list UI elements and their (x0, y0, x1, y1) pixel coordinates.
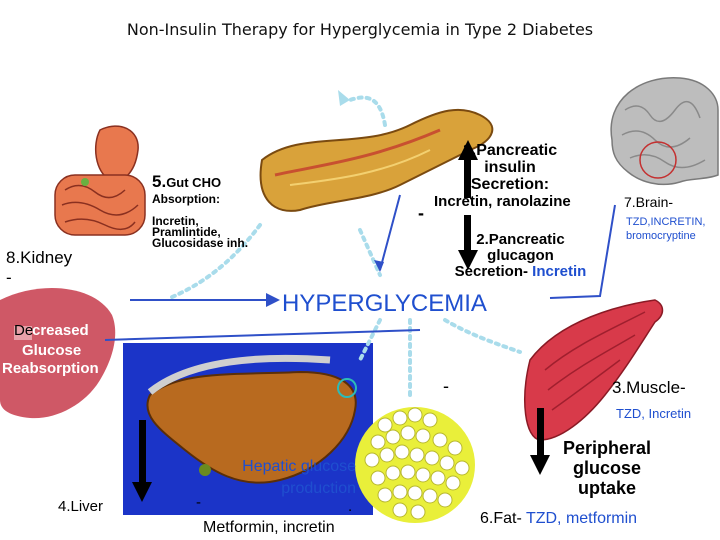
hgp-line1: Hepatic glucose (242, 458, 356, 475)
liver-drugs: Metformin, incretin (203, 519, 335, 536)
pancreatic-glucagon-line3: Secretion- Incretin (438, 264, 603, 280)
pancreatic-insulin-label: 1.Pancreatic insulin Secretion: (440, 142, 580, 193)
kidney-sign-line2: Glucose (22, 342, 82, 359)
flow-arrowhead (338, 90, 350, 106)
gut-title: Gut CHO (166, 175, 222, 190)
glucagon-drug: Incretin (532, 263, 587, 280)
pathway-arrowheads (266, 260, 384, 307)
hepatic-glucose-production-label: Hepatic glucose production (222, 456, 356, 500)
uptake-line3: uptake (577, 478, 637, 498)
muscle-label: 3.Muscle- (612, 378, 686, 397)
liver-dash: - (196, 494, 201, 511)
liver-label: 4.Liver (58, 498, 104, 515)
hyperglycemia-label: HYPERGLYCEMIA (282, 290, 487, 317)
muscle-illustration (524, 299, 664, 441)
fat-label: 6.Fat- TZD, metformin (480, 510, 637, 528)
pancreatic-glucagon-line2: glucagon (487, 247, 554, 264)
kidney-sign-lower: Glucose (22, 341, 81, 360)
uptake-line1: Peripheral (562, 438, 652, 458)
kidney-prefix: De (14, 322, 34, 339)
gut-drug-3: Glucosidase inh. (152, 236, 249, 250)
pancreatic-insulin-drugs: Incretin, ranolazine (434, 193, 571, 210)
pathway-arrows (104, 194, 616, 341)
liver-illustration (123, 343, 373, 515)
gut-absorption-line2: Absorption: (152, 192, 220, 206)
pancreas-minus-sign: - (418, 203, 424, 223)
gut-number: 5. (152, 172, 167, 191)
pancreatic-insulin-line2: insulin (484, 159, 536, 176)
muscle-drugs: TZD, Incretin (616, 406, 692, 421)
gut-drugs: Incretin, Pramlintide, Glucosidase inh. (152, 214, 249, 250)
peripheral-uptake-label: Peripheral glucose uptake (552, 438, 662, 498)
hgp-line2: production (281, 480, 356, 497)
intestine-illustration (54, 125, 146, 236)
brain-illustration (610, 77, 719, 186)
kidney-sign-text: creased (32, 322, 89, 339)
effect-arrows (132, 140, 550, 502)
pancreatic-insulin-line1: 1.Pancreatic (462, 142, 558, 159)
fat-minus-sign: - (443, 376, 449, 396)
pancreatic-glucagon-line1: 2.Pancreatic (476, 231, 565, 248)
kidney-sign-line3: Reabsorption (2, 360, 99, 377)
brain-drugs: TZD,INCRETIN, bromocryptine (626, 215, 705, 243)
gut-drug-1: Incretin, (152, 214, 199, 228)
fat-drugs: TZD, metformin (525, 510, 638, 527)
kidney-dash: - (6, 268, 12, 287)
gut-absorption-label: 5.Gut CHO (152, 172, 221, 192)
fat-title: 6.Fat- (480, 510, 522, 527)
kidney-illustration (0, 288, 116, 419)
pancreatic-glucagon-label: 2.Pancreatic glucagon Secretion- Increti… (438, 232, 603, 280)
kidney-label: 8.Kidney (6, 248, 73, 267)
uptake-line2: glucose (572, 458, 642, 478)
brain-label: 7.Brain- (624, 194, 674, 210)
flow-lines (168, 95, 522, 402)
pancreatic-insulin-line3: Secretion: (470, 176, 550, 193)
gut-drug-2: Pramlintide, (152, 225, 221, 239)
page-title: Non-Insulin Therapy for Hyperglycemia in… (126, 20, 594, 39)
liver-dot: . (348, 498, 353, 515)
glucagon-secretion-text: Secretion- (454, 263, 528, 280)
brain-drugs-line2: bromocryptine (626, 230, 696, 242)
kidney-sign-line1: creased (32, 322, 89, 339)
brain-drugs-line1: TZD,INCRETIN, (626, 216, 706, 228)
fat-cells-illustration (355, 407, 475, 523)
